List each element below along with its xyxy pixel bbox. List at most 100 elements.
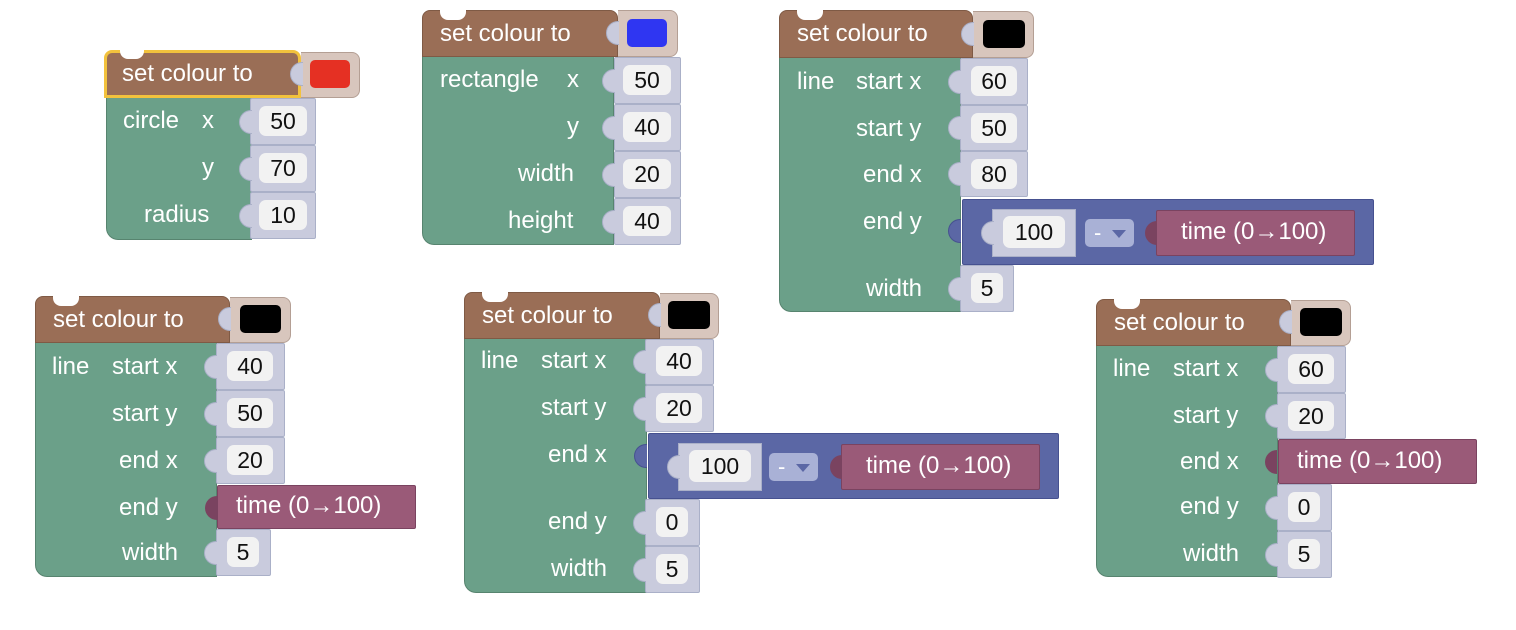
radius-value[interactable]: 10 [259,200,307,230]
start-x-value[interactable]: 60 [971,66,1017,96]
subtract-block[interactable]: 100 - time (0→100) [962,199,1374,265]
block-set-colour-line-3[interactable]: set colour to line start x start y end x… [464,292,1060,602]
input-plug [830,455,842,479]
block-notch [482,292,508,302]
start-y-label: start y [112,400,178,427]
time-block[interactable]: time (0→100) [1156,210,1355,256]
set-colour-label: set colour to [482,302,613,329]
time-block[interactable]: time (0→100) [1278,439,1477,484]
block-notch [53,296,79,306]
end-y-label: end y [548,508,607,535]
block-notch [797,10,823,20]
colour-swatch[interactable] [627,19,667,47]
input-plug [1145,221,1157,245]
block-set-colour-line-2[interactable]: set colour to line start x start y end x… [35,296,417,586]
colour-swatch[interactable] [1300,308,1342,336]
width-value[interactable]: 5 [656,554,688,584]
height-label: height [508,207,574,234]
end-x-label: end x [119,447,178,474]
height-value[interactable]: 40 [623,206,671,236]
set-colour-header[interactable]: set colour to [104,50,301,98]
width-value[interactable]: 5 [971,273,1003,303]
minuend-value[interactable]: 100 [1003,216,1065,248]
start-y-value[interactable]: 20 [656,393,702,423]
width-label: width [1183,540,1240,567]
start-x-value[interactable]: 40 [656,346,702,376]
shape-label: circle [123,107,180,134]
set-colour-label: set colour to [122,60,253,87]
y-label: y [567,113,579,140]
block-set-colour-line-4[interactable]: set colour to line start x start y end x… [1096,299,1478,589]
chevron-down-icon [796,464,810,472]
set-colour-header[interactable]: set colour to [35,296,230,343]
end-x-value[interactable]: 20 [227,445,273,475]
start-x-label: start x [541,347,607,374]
colour-swatch[interactable] [983,20,1025,48]
operator-label: - [778,454,786,479]
start-x-value[interactable]: 40 [227,351,273,381]
start-x-label: start x [112,353,178,380]
block-body [779,58,961,312]
start-x-label: start x [1173,355,1239,382]
y-value[interactable]: 70 [259,153,307,183]
start-y-label: start y [1173,402,1239,429]
block-set-colour-circle[interactable]: set colour to circle x y radius 50 70 10 [104,50,360,245]
end-y-value[interactable]: 0 [1288,492,1320,522]
block-notch [440,10,466,20]
set-colour-label: set colour to [797,20,928,47]
input-plug [1265,450,1277,474]
width-label: width [122,539,179,566]
start-y-value[interactable]: 50 [227,398,273,428]
set-colour-label: set colour to [53,306,184,333]
end-y-value[interactable]: 0 [656,507,688,537]
block-set-colour-line-1[interactable]: set colour to line start x start y end x… [779,10,1375,320]
end-x-label: end x [863,161,922,188]
start-x-label: start x [856,68,922,95]
shape-label: line [1113,355,1151,382]
colour-swatch[interactable] [240,305,281,333]
shape-label: rectangle [440,66,539,93]
block-body [464,339,647,593]
chevron-down-icon [1112,230,1126,238]
radius-label: radius [144,201,210,228]
shape-label: line [52,353,90,380]
input-plug [205,496,217,520]
end-x-label: end x [1180,448,1239,475]
width-label: width [551,555,608,582]
x-label: x [567,66,579,93]
width-label: width [518,160,575,187]
x-value[interactable]: 50 [623,65,671,95]
end-y-label: end y [119,494,178,521]
block-body [1096,346,1278,577]
width-label: width [866,275,923,302]
subtract-block[interactable]: 100 - time (0→100) [648,433,1059,499]
block-body [422,57,614,245]
width-value[interactable]: 5 [227,537,259,567]
time-block[interactable]: time (0→100) [217,485,416,529]
start-y-value[interactable]: 50 [971,113,1017,143]
x-label: x [202,107,214,134]
y-value[interactable]: 40 [623,112,671,142]
end-x-label: end x [548,441,607,468]
set-colour-header[interactable]: set colour to [779,10,973,58]
block-body [106,98,252,240]
time-block[interactable]: time (0→100) [841,444,1040,490]
end-y-label: end y [1180,493,1239,520]
end-x-value[interactable]: 80 [971,159,1017,189]
width-value[interactable]: 5 [1288,539,1320,569]
y-label: y [202,154,214,181]
colour-swatch[interactable] [668,301,710,329]
colour-swatch[interactable] [310,60,350,88]
set-colour-label: set colour to [440,20,571,47]
operator-dropdown[interactable]: - [769,453,818,481]
minuend-value[interactable]: 100 [689,450,751,482]
operator-dropdown[interactable]: - [1085,219,1134,247]
start-x-value[interactable]: 60 [1288,354,1334,384]
start-y-value[interactable]: 20 [1288,401,1334,431]
block-set-colour-rectangle[interactable]: set colour to rectangle x y width height… [422,10,684,252]
input-plug [667,455,680,479]
end-y-label: end y [863,208,922,235]
width-value[interactable]: 20 [623,159,671,189]
shape-label: line [481,347,519,374]
x-value[interactable]: 50 [259,106,307,136]
